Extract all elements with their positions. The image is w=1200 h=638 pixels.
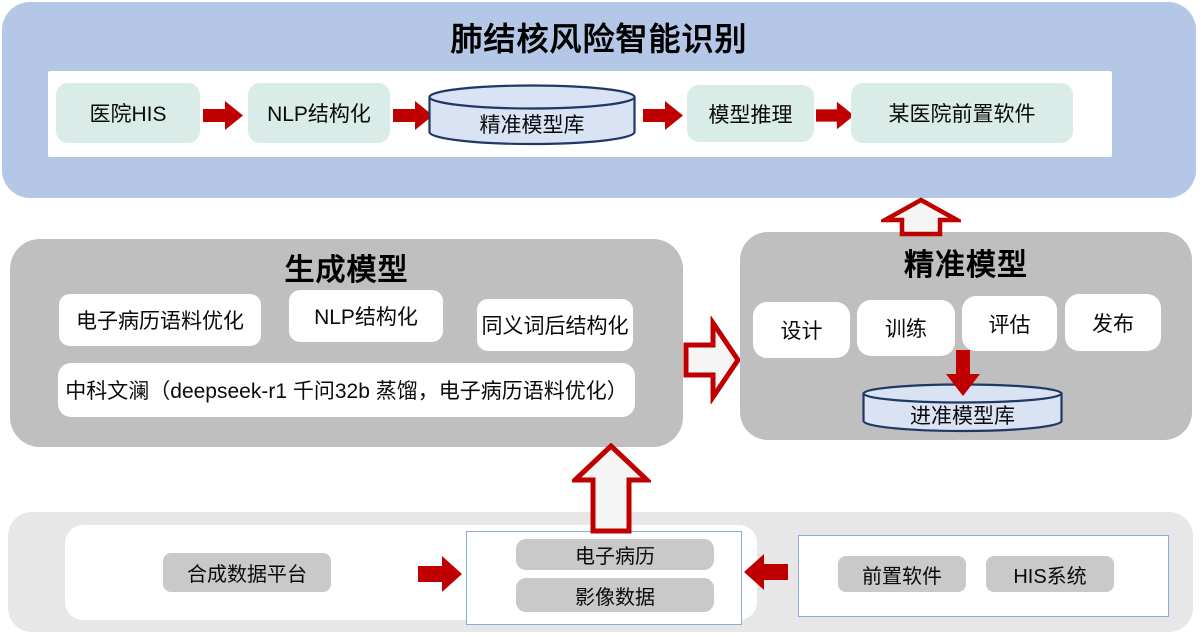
- arrow-left-icon: [744, 554, 788, 590]
- arrow-right-icon: [418, 556, 462, 592]
- chip-imaging-data: 影像数据: [516, 578, 714, 612]
- precision-model-db-cylinder: 精准模型库: [428, 84, 636, 146]
- gen-box-emr-corpus-optimization-label: 电子病历语料优化: [76, 310, 244, 333]
- precision-step-evaluate: 评估: [962, 296, 1057, 351]
- gen-box-zhongke-wenlan-label: 中科文澜（deepseek-r1 千问32b 蒸馏，电子病历语料优化）: [65, 380, 628, 403]
- hollow-arrow-up-icon: [572, 443, 651, 534]
- precision-model-db-label: 精准模型库: [479, 114, 585, 137]
- chip-his-system: HIS系统: [986, 556, 1114, 592]
- chip-electronic-medical-record: 电子病历: [516, 539, 714, 570]
- gen-box-nlp-structuring-label: NLP结构化: [314, 306, 418, 329]
- flow-box-model-inference: 模型推理: [687, 85, 814, 142]
- gen-box-nlp-structuring: NLP结构化: [289, 290, 443, 342]
- precision-step-release: 发布: [1065, 294, 1161, 351]
- precision-step-design: 设计: [753, 302, 850, 358]
- hospital-systems-box: 前置软件 HIS系统: [798, 535, 1169, 617]
- tb-risk-identification-section: 肺结核风险智能识别 医院HIS NLP结构化 精准模型库 模型推理 某医院前置软…: [2, 2, 1196, 198]
- database-cylinder-icon: [428, 84, 636, 146]
- precision-section-title: 精准模型: [904, 249, 1028, 282]
- flow-box-hospital-his: 医院HIS: [56, 83, 200, 143]
- precision-step-evaluate-label: 评估: [988, 313, 1031, 337]
- gen-box-emr-corpus-optimization: 电子病历语料优化: [59, 294, 261, 346]
- hollow-arrow-right-icon: [683, 316, 741, 404]
- flow-box-nlp-structuring-label: NLP结构化: [267, 103, 371, 126]
- gen-box-synonym-structuring-label: 同义词后结构化: [481, 315, 629, 338]
- arrow-right-icon: [203, 100, 243, 131]
- chip-frontend-software-label: 前置软件: [862, 565, 942, 588]
- generation-section-title: 生成模型: [284, 254, 409, 287]
- precision-step-release-label: 发布: [1092, 312, 1134, 336]
- flow-box-hospital-frontend: 某医院前置软件: [851, 83, 1073, 143]
- hollow-arrow-up-icon: [881, 197, 961, 237]
- precision-step-train: 训练: [857, 300, 955, 356]
- arrow-down-icon: [946, 350, 980, 396]
- flow-box-hospital-his-label: 医院HIS: [89, 103, 167, 126]
- chip-imaging-data-label: 影像数据: [575, 586, 655, 609]
- chip-synthetic-data-platform-label: 合成数据平台: [187, 564, 307, 586]
- precision-step-train-label: 训练: [885, 318, 927, 341]
- generation-model-section: 生成模型 电子病历语料优化 NLP结构化 同义词后结构化 中科文澜（deepse…: [10, 239, 683, 447]
- chip-electronic-medical-record-label: 电子病历: [575, 546, 655, 568]
- arrow-right-icon: [816, 100, 854, 131]
- precision-db-label: 进准模型库: [910, 405, 1015, 428]
- top-section-title: 肺结核风险智能识别: [450, 21, 748, 57]
- arrow-right-icon: [643, 100, 683, 131]
- gen-box-zhongke-wenlan: 中科文澜（deepseek-r1 千问32b 蒸馏，电子病历语料优化）: [58, 363, 635, 417]
- arrow-right-icon: [393, 100, 433, 131]
- flow-box-model-inference-label: 模型推理: [708, 103, 793, 127]
- clinical-data-box: 电子病历 影像数据: [466, 531, 742, 625]
- flow-box-hospital-frontend-label: 某医院前置软件: [888, 103, 1036, 126]
- data-layer-section: 合成数据平台 电子病历 影像数据 前置软件 HIS系统: [8, 512, 1193, 632]
- gen-box-synonym-structuring: 同义词后结构化: [477, 299, 633, 351]
- precision-step-design-label: 设计: [780, 320, 823, 343]
- chip-synthetic-data-platform: 合成数据平台: [163, 553, 331, 592]
- precision-model-section: 精准模型 设计 训练 评估 发布 进准模型库: [740, 232, 1192, 440]
- flow-box-nlp-structuring: NLP结构化: [248, 83, 390, 143]
- chip-his-system-label: HIS系统: [1013, 565, 1087, 588]
- chip-frontend-software: 前置软件: [838, 556, 966, 592]
